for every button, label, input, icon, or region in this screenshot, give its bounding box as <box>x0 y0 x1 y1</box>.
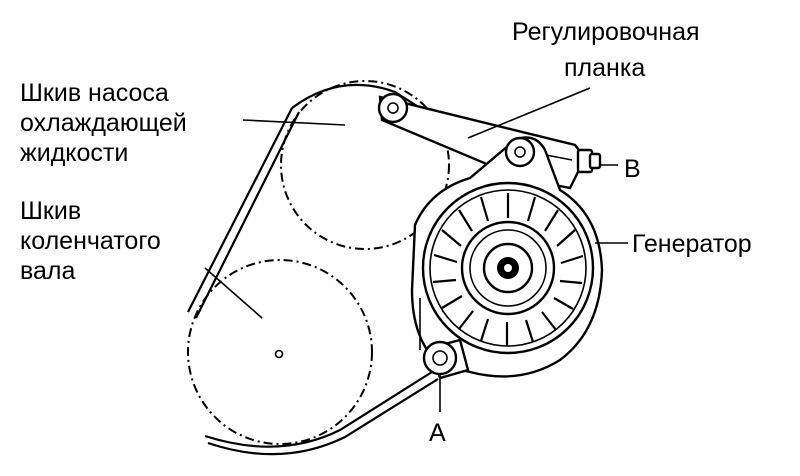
leader-lines <box>204 87 628 412</box>
bolt-b <box>576 148 602 174</box>
label-adjusting-bar-1: Регулировочная <box>512 18 700 46</box>
label-bolt-a: A <box>429 419 446 447</box>
label-water-pump-3: жидкости <box>20 139 128 167</box>
water-pump-pulley <box>280 80 450 250</box>
label-water-pump-1: Шкив насоса <box>20 79 169 107</box>
generator-vents <box>432 193 584 346</box>
label-crankshaft-1: Шкив <box>20 197 81 225</box>
label-bolt-b: B <box>624 155 641 183</box>
drive-belt <box>187 83 471 456</box>
label-adjusting-bar-2: планка <box>564 54 645 82</box>
label-water-pump-2: охлаждающей <box>20 109 187 137</box>
label-crankshaft-2: коленчатого <box>20 227 161 255</box>
label-generator: Генератор <box>632 230 752 258</box>
generator <box>410 136 604 380</box>
label-crankshaft-3: вала <box>20 257 75 285</box>
crankshaft-pulley <box>187 259 373 445</box>
